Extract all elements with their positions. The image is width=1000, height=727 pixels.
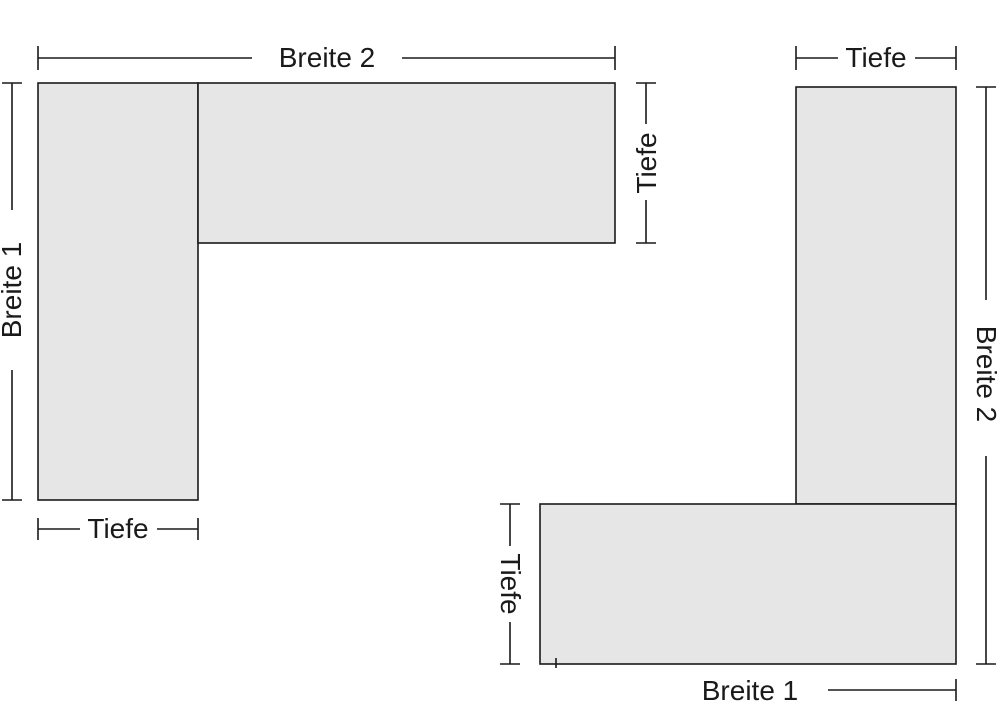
left-depth-bottom-dimension: Tiefe bbox=[37, 513, 199, 544]
left-l-shape bbox=[37, 82, 616, 501]
left-top-dimension-label: Breite 2 bbox=[279, 42, 376, 73]
right-vertical-segment bbox=[795, 86, 957, 505]
right-l-shape bbox=[539, 86, 957, 668]
left-horizontal-segment bbox=[197, 82, 616, 244]
right-top-dimension-label: Tiefe bbox=[845, 42, 906, 73]
left-top-dimension: Breite 2 bbox=[37, 42, 616, 73]
right-depth-left-label: Tiefe bbox=[495, 553, 526, 614]
right-bottom-dimension: Breite 1 bbox=[702, 675, 957, 706]
right-side-dimension: Breite 2 bbox=[971, 86, 1000, 665]
left-side-dimension: Breite 1 bbox=[0, 82, 27, 501]
right-top-dimension: Tiefe bbox=[795, 42, 957, 73]
left-depth-right-dimension: Tiefe bbox=[631, 82, 662, 244]
right-depth-left-dimension: Tiefe bbox=[495, 503, 526, 665]
right-side-dimension-label: Breite 2 bbox=[971, 326, 1000, 423]
left-depth-bottom-label: Tiefe bbox=[87, 513, 148, 544]
right-bottom-dimension-label: Breite 1 bbox=[702, 675, 799, 706]
left-depth-right-label: Tiefe bbox=[631, 132, 662, 193]
left-side-dimension-label: Breite 1 bbox=[0, 242, 27, 339]
right-horizontal-segment bbox=[539, 503, 957, 665]
left-vertical-segment bbox=[37, 82, 199, 501]
